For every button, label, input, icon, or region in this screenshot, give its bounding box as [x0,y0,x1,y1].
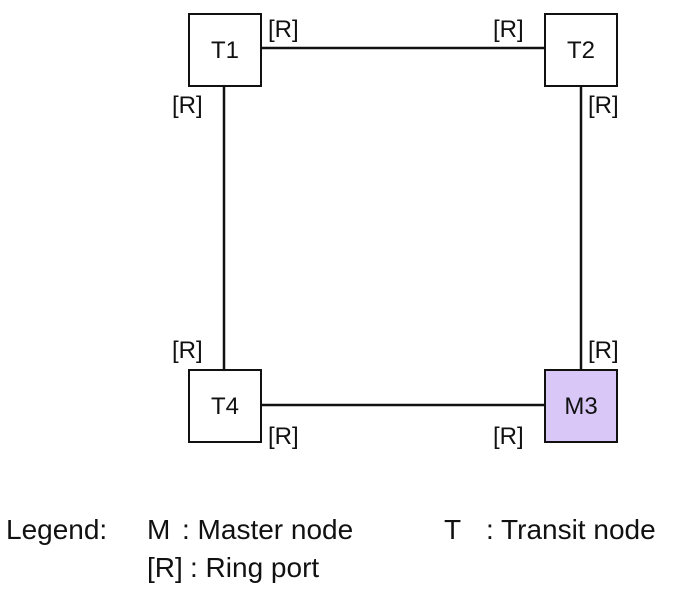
legend-title: Legend: [6,514,108,545]
node-t1-label: T1 [211,37,239,64]
ring-topology-diagram: T1 T2 M3 T4 [R] [R] [R] [R] [R] [R] [R] … [172,13,619,450]
legend-transit-code: T [444,514,462,545]
port-label-t2-left: [R] [493,16,524,43]
node-t1: T1 [188,13,262,87]
port-label-t2-bottom: [R] [588,92,619,119]
node-m3: M3 [544,369,618,443]
legend-port-desc: : Ring port [190,552,320,583]
node-t4: T4 [188,369,262,443]
port-label-t1-bottom: [R] [172,92,203,119]
legend-port-code: [R] [147,552,183,583]
legend-master-code: M [147,514,171,545]
port-label-m3-top: [R] [588,337,619,364]
port-label-m3-left: [R] [493,423,524,450]
port-label-t4-top: [R] [172,337,203,364]
node-m3-label: M3 [564,393,597,420]
legend-transit-desc: : Transit node [486,514,656,545]
node-t4-label: T4 [211,393,239,420]
port-label-t4-right: [R] [268,423,299,450]
node-t2-label: T2 [567,37,595,64]
legend-master-desc: : Master node [182,514,354,545]
port-label-t1-right: [R] [268,16,299,43]
node-t2: T2 [544,13,618,87]
